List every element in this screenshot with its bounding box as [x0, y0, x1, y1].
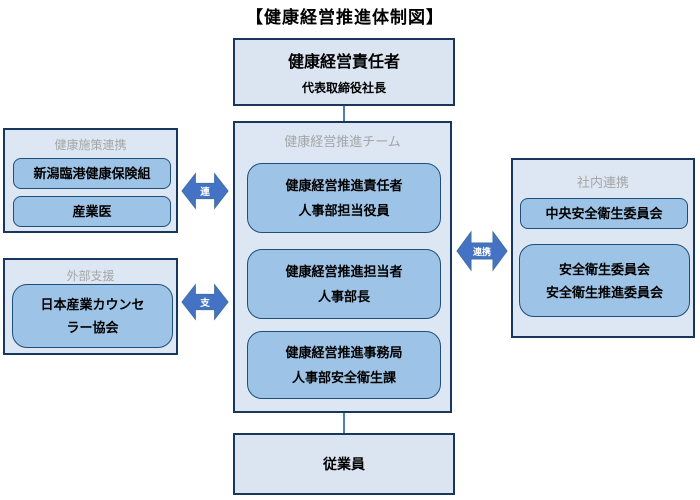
node-title: 健康経営責任者 — [287, 54, 400, 71]
node-subtitle: 人事部担当役員 — [298, 203, 390, 218]
connector-team-to-employees — [343, 413, 345, 433]
node-title: 健康経営推進責任者 — [285, 178, 403, 193]
node-title: 健康経営推進担当者 — [285, 264, 403, 279]
node-health-management-officer: 健康経営責任者 代表取締役社長 — [233, 38, 455, 106]
node-title: 従業員 — [323, 456, 365, 472]
node-title: 安全衛生委員会 — [558, 261, 650, 277]
node-central-safety-committee: 中央安全衛生委員会 — [520, 198, 688, 229]
node-title-line2: ラー協会 — [66, 320, 119, 335]
double-arrow-icon: 支 — [181, 283, 229, 321]
node-occupational-physician: 産業医 — [13, 196, 171, 227]
node-title: 産業医 — [72, 204, 112, 219]
double-arrow-icon: 連携 — [456, 230, 508, 272]
group-internal-cooperation: 社内連携 中央安全衛生委員会 安全衛生委員会 安全衛生推進委員会 — [511, 158, 695, 338]
arrow-label: 連携 — [473, 246, 491, 257]
group-internal-cooperation-caption: 社内連携 — [576, 175, 629, 190]
node-subtitle: 代表取締役社長 — [301, 81, 386, 95]
node-title: 中央安全衛生委員会 — [545, 206, 663, 221]
group-external-support: 外部支援 日本産業カウンセ ラー協会 — [3, 258, 178, 355]
diagram-title: 【健康経営推進体制図】 — [246, 8, 444, 27]
node-promotion-leader: 健康経営推進責任者 人事部担当役員 — [247, 163, 441, 233]
node-health-insurance-union: 新潟臨港健康保険組 — [13, 158, 171, 189]
arrow-label: 連 — [200, 186, 210, 198]
node-employees: 従業員 — [233, 433, 455, 495]
node-title-line2: 安全衛生推進委員会 — [545, 284, 663, 300]
group-promotion-team-caption: 健康経営推進チーム — [284, 134, 401, 149]
node-subtitle: 人事部長 — [317, 289, 370, 304]
node-title: 新潟臨港健康保険組 — [33, 166, 151, 181]
node-subtitle: 人事部安全衛生課 — [291, 370, 396, 385]
arrow-label: 支 — [199, 297, 210, 309]
group-health-policy-cooperation: 健康施策連携 新潟臨港健康保険組 産業医 — [3, 128, 178, 233]
node-promotion-manager: 健康経営推進担当者 人事部長 — [247, 249, 441, 319]
node-title: 日本産業カウンセ — [40, 297, 145, 312]
group-promotion-team: 健康経営推進チーム 健康経営推進責任者 人事部担当役員 健康経営推進担当者 人事… — [233, 121, 452, 413]
connector-top-to-team — [343, 106, 345, 121]
double-arrow-icon: 連 — [181, 172, 229, 210]
group-external-support-caption: 外部支援 — [66, 269, 115, 283]
group-health-policy-caption: 健康施策連携 — [54, 138, 127, 152]
node-safety-committees: 安全衛生委員会 安全衛生推進委員会 — [519, 244, 690, 317]
node-promotion-office: 健康経営推進事務局 人事部安全衛生課 — [247, 331, 441, 399]
node-title: 健康経営推進事務局 — [285, 345, 403, 360]
node-counselor-association: 日本産業カウンセ ラー協会 — [12, 284, 173, 348]
